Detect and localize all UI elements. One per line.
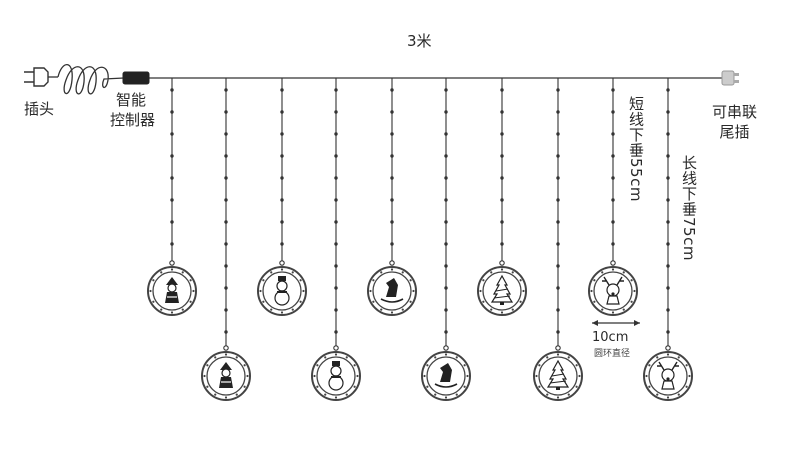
drop-strand — [169, 78, 175, 266]
controller-label-line1: 智能 — [116, 91, 147, 109]
tail-label-line2: 尾插 — [719, 123, 750, 141]
plug-label: 插头 — [24, 100, 55, 118]
snowman-icon — [274, 276, 290, 306]
ring-ornament — [643, 351, 693, 401]
ring-ornament — [421, 351, 471, 401]
drop-strand — [499, 78, 505, 266]
drop-strand — [443, 78, 449, 351]
plug-icon — [24, 67, 58, 87]
ring-ornament — [477, 266, 527, 316]
ring-diameter-value: 10cm — [592, 330, 629, 345]
drop-strand — [279, 78, 285, 266]
ring-ornament — [588, 266, 638, 316]
drop-strand — [610, 78, 616, 266]
controller-label-line2: 控制器 — [110, 111, 156, 129]
drop-strand — [223, 78, 229, 351]
ring-ornament — [257, 266, 307, 316]
short-drop-label: 短线下垂55cm — [627, 96, 645, 202]
drop-strand — [333, 78, 339, 351]
drop-strand — [389, 78, 395, 266]
ring-ornament — [367, 266, 417, 316]
tail-label: 可串联 尾插 — [712, 102, 757, 142]
drop-strand — [555, 78, 561, 351]
christmas-tree-icon — [546, 359, 570, 390]
ring-ornament — [147, 266, 197, 316]
diameter-dimension — [592, 320, 640, 326]
christmas-tree-icon — [490, 274, 514, 305]
ring-ornament — [201, 351, 251, 401]
santa-icon — [165, 277, 179, 303]
tail-label-line1: 可串联 — [712, 103, 758, 121]
length-label: 3米 — [407, 32, 432, 50]
reindeer-icon — [657, 361, 679, 390]
rocking-horse-icon — [380, 278, 404, 303]
tail-connector-icon — [721, 70, 739, 86]
santa-icon — [219, 362, 233, 388]
coiled-cord — [57, 63, 125, 95]
rocking-horse-icon — [434, 363, 458, 388]
drop-strand — [665, 78, 671, 351]
ring-ornament — [533, 351, 583, 401]
controller-box — [122, 71, 150, 85]
reindeer-icon — [602, 276, 624, 305]
snowman-icon — [328, 361, 344, 391]
controller-label: 智能 控制器 — [110, 90, 155, 130]
long-drop-label: 长线下垂75cm — [680, 155, 698, 261]
ring-ornament — [311, 351, 361, 401]
ring-diameter-caption: 圆环直径 — [594, 349, 631, 359]
